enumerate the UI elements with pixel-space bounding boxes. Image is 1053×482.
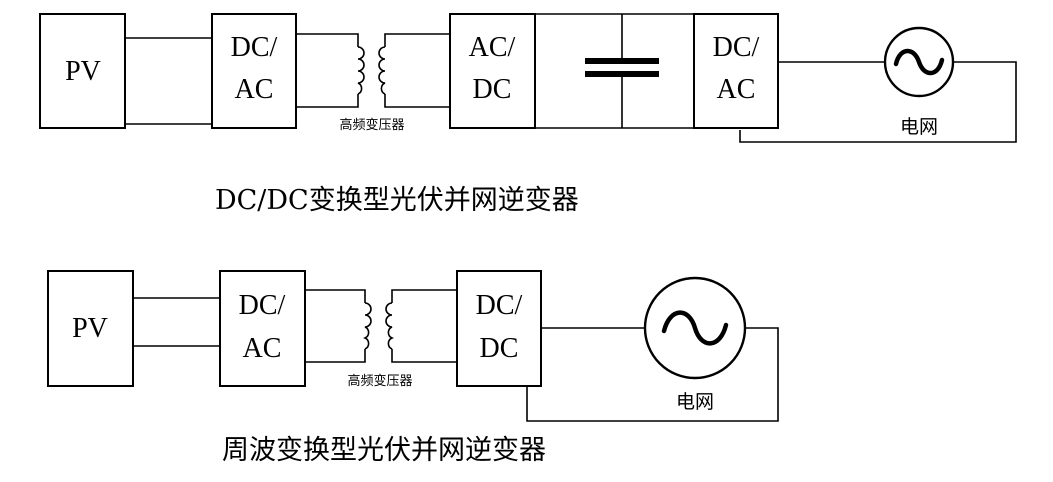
grid-connection-wires [526,327,779,422]
transformer-secondary-wires [391,289,457,363]
grid-label: 电网 [900,116,938,138]
diagram-title-cycloconverter: 周波变换型光伏并网逆变器 [222,435,546,466]
dcac-label-top: DC/ [239,290,286,321]
acdc-label-top: AC/ [469,32,516,63]
cycloconverter-inverter-diagram: PV DC/ AC DC/ DC 高频变压器 电网 周波变换型光伏并网逆变器 [47,270,779,466]
sine-wave-icon [893,48,945,76]
dcac-output-label-bottom: AC [717,74,756,105]
dcac-label-bottom: AC [243,333,282,364]
transformer-secondary-wires [384,33,450,108]
pv-to-dcac-wires [133,297,220,347]
acdc-block [449,13,536,129]
pv-label: PV [65,56,101,87]
dcac-label-bottom: AC [235,74,274,105]
pv-to-dcac-wires [125,37,212,125]
dcac-block [211,13,297,129]
pv-label: PV [72,313,108,344]
transformer-label: 高频变压器 [347,373,412,389]
transformer-primary-coil [357,46,365,95]
transformer-secondary-coil [378,46,386,95]
transformer-primary-wires [305,289,366,363]
dcdc-label-top: DC/ [476,290,523,321]
grid-connection-wires [739,61,1017,143]
transformer-label: 高频变压器 [339,117,404,133]
dcac-output-label-top: DC/ [713,32,760,63]
dcdc-label-bottom: DC [480,333,519,364]
pv-block [39,13,126,129]
dcdc-block [456,270,542,387]
capacitor-plate-bottom [585,71,659,77]
dcac-block [219,270,306,387]
pv-block [47,270,134,387]
grid-label: 电网 [676,391,714,413]
dcac-output-block [693,13,779,129]
dcac-label-top: DC/ [231,32,278,63]
transformer-secondary-coil [385,302,394,350]
capacitor-plate-top [585,58,659,64]
acdc-label-bottom: DC [473,74,512,105]
transformer-primary-wires [296,33,359,108]
transformer-primary-coil [363,302,372,350]
dc-bus-wires [535,13,694,129]
dcdc-inverter-diagram: PV DC/ AC AC/ DC DC/ AC 高频变压器 电网 DC/DC变换… [39,13,1017,216]
sine-wave-icon [661,310,729,346]
diagram-title-dcdc: DC/DC变换型光伏并网逆变器 [215,185,579,216]
